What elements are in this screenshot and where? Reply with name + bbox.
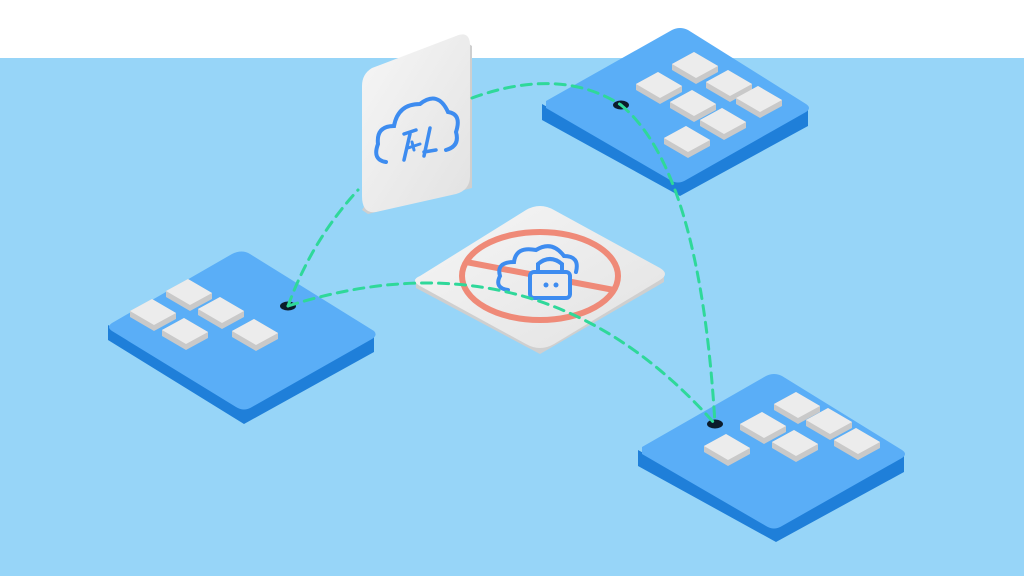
key	[704, 434, 750, 466]
node-left	[108, 251, 376, 424]
key	[672, 52, 718, 84]
key	[664, 126, 710, 158]
key	[740, 412, 786, 444]
key-group	[130, 279, 278, 351]
node-top-right	[542, 28, 809, 196]
key	[706, 70, 752, 102]
key	[166, 279, 212, 311]
key-group	[636, 52, 782, 158]
blocked-cloud-card	[415, 206, 665, 354]
key	[198, 297, 244, 329]
connector-cloud-card-to-top-right	[470, 82, 623, 107]
connector-left-to-bottom-right	[286, 281, 717, 426]
port	[707, 419, 723, 429]
card-side	[416, 274, 664, 354]
key	[232, 319, 278, 351]
cloud-sync-icon	[374, 96, 460, 164]
node-bottom-right	[638, 374, 905, 542]
platform-side	[108, 325, 374, 424]
connections	[286, 82, 717, 426]
key	[774, 392, 820, 424]
key	[736, 86, 782, 118]
key	[670, 90, 716, 122]
connector-top-right-to-bottom-right	[619, 103, 717, 426]
key	[806, 408, 852, 440]
key	[772, 430, 818, 462]
key	[636, 72, 682, 104]
card-face	[362, 34, 470, 213]
top-band	[0, 0, 1024, 58]
key-group	[704, 392, 880, 466]
key	[162, 318, 208, 350]
cloud-lock-prohibited-icon	[459, 229, 621, 323]
key	[130, 299, 176, 331]
cloud-sync-card	[362, 34, 472, 214]
key	[700, 108, 746, 140]
key	[834, 428, 880, 460]
connector-left-to-cloud-card	[286, 188, 360, 308]
platform-top	[642, 374, 905, 529]
